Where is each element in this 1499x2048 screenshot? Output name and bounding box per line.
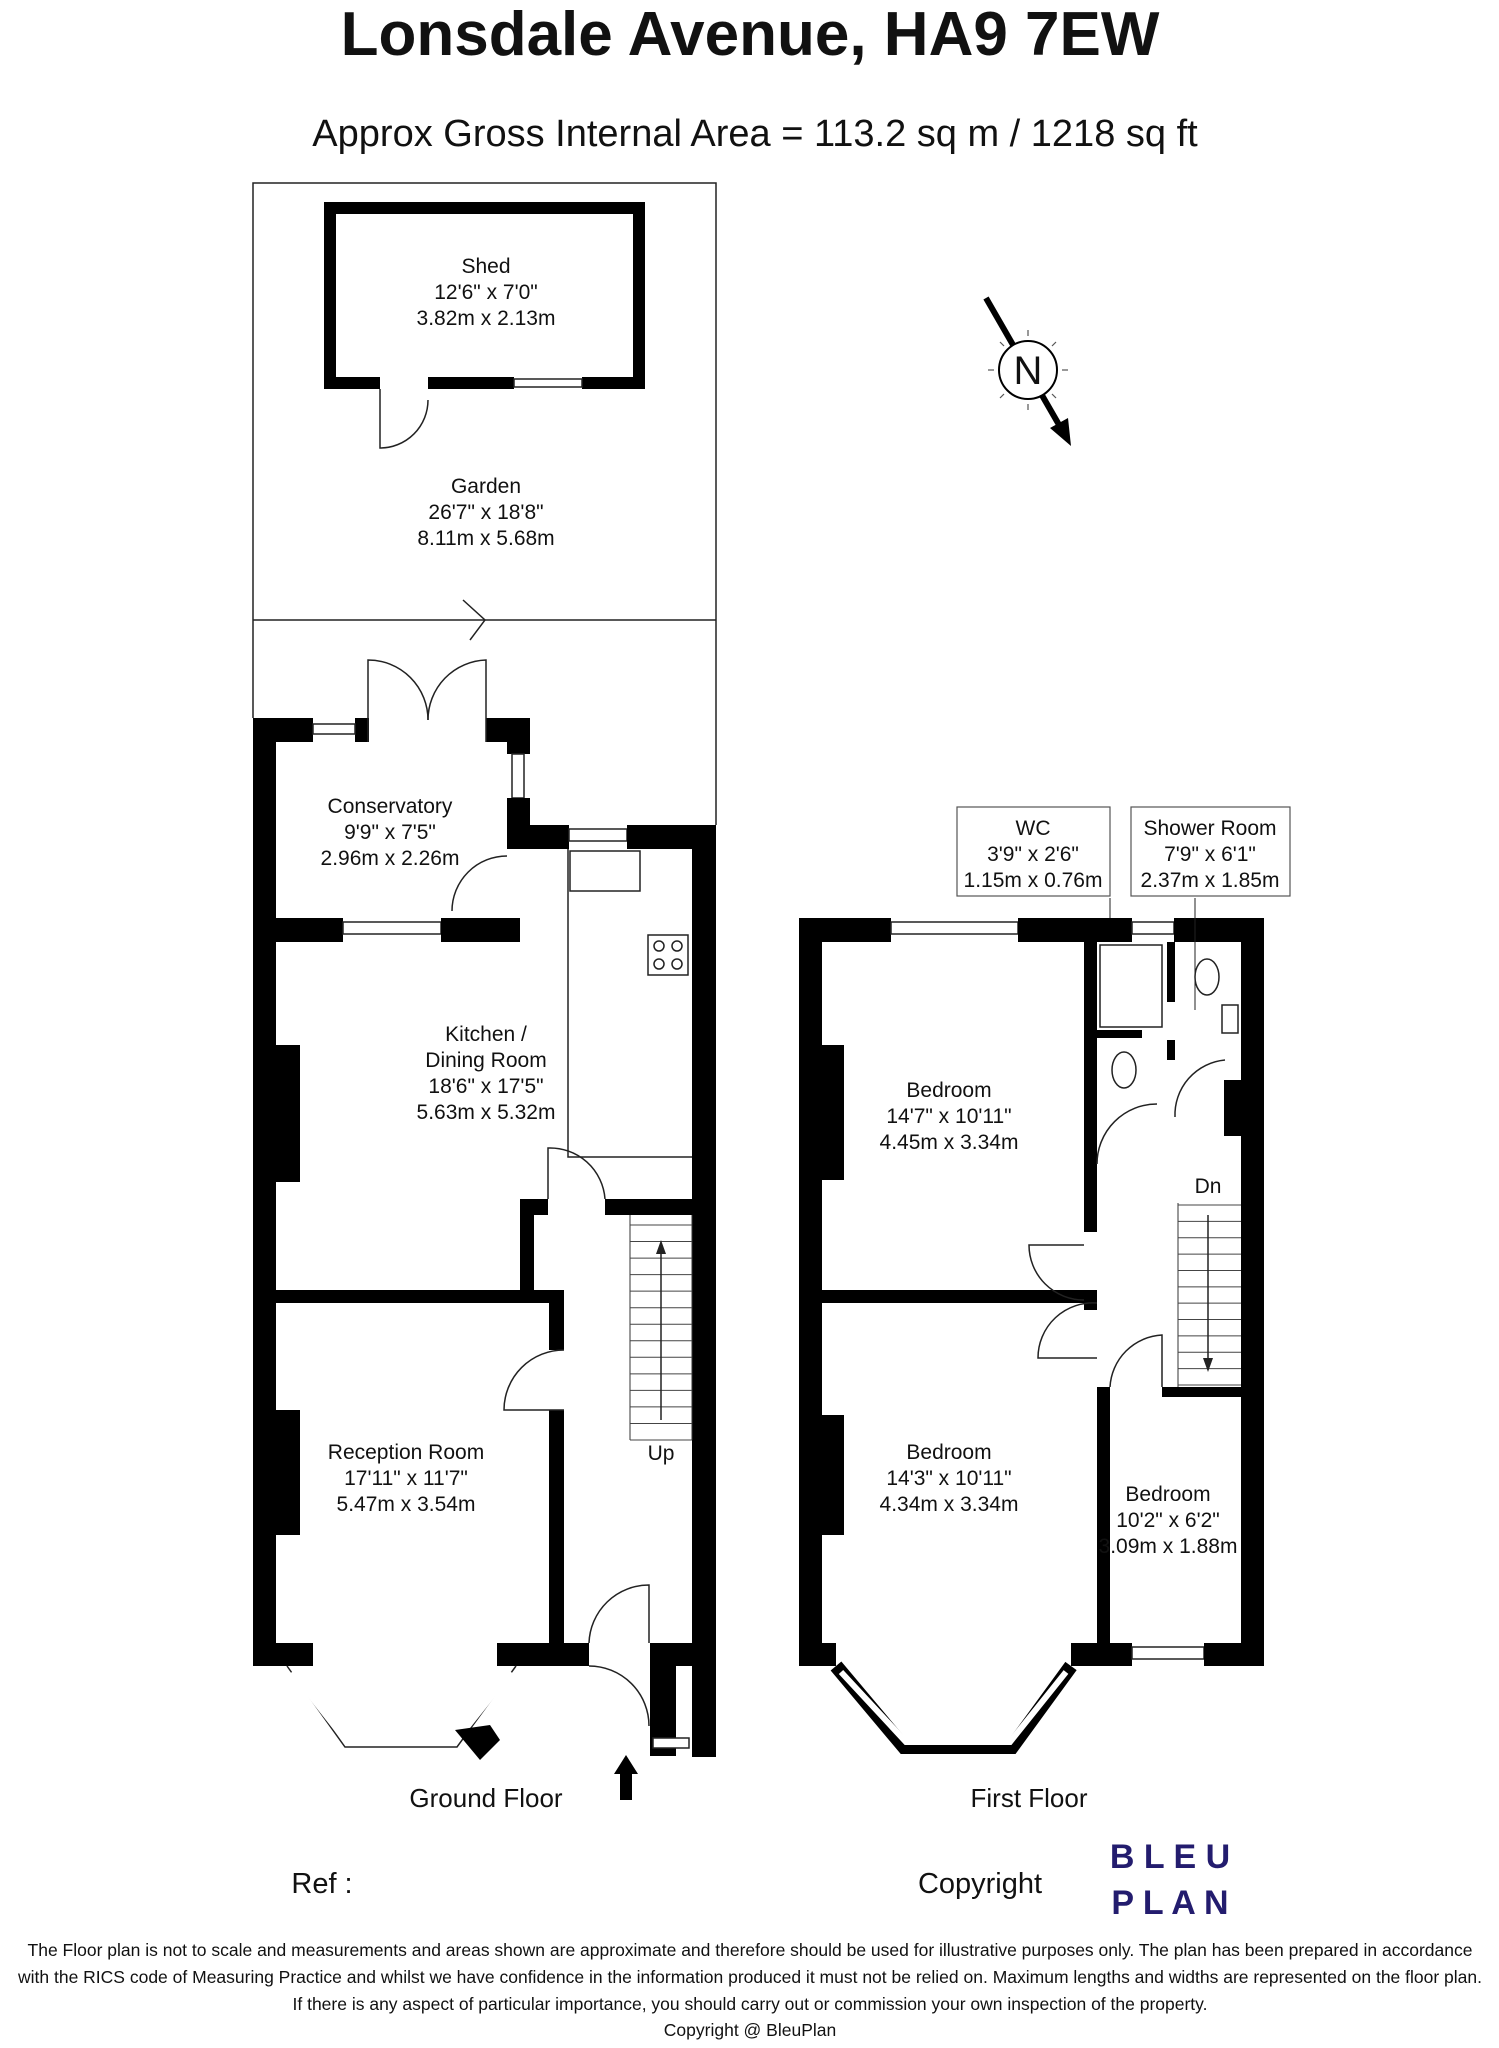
ref-label: Ref : (291, 1868, 352, 1900)
ground-floor-label: Ground Floor (409, 1783, 563, 1813)
stairs-down-label: Dn (1195, 1175, 1222, 1198)
garden-area (252, 182, 717, 825)
compass-letter: N (1014, 349, 1043, 393)
room-size-metric: 4.34m x 3.34m (880, 1493, 1019, 1516)
room-size-metric: 3.09m x 1.88m (1099, 1535, 1238, 1558)
room-label-bedroom-3: Bedroom 10'2" x 6'2" 3.09m x 1.88m (1099, 1483, 1238, 1558)
room-label-shower-room: Shower Room 7'9" x 6'1" 2.37m x 1.85m (1130, 806, 1291, 897)
room-size-metric: 3.82m x 2.13m (417, 307, 556, 330)
ground-floor-walls (253, 659, 716, 1800)
room-label-bedroom-1: Bedroom 14'7" x 10'11" 4.45m x 3.34m (880, 1079, 1019, 1154)
room-size-metric: 5.47m x 3.54m (337, 1493, 476, 1516)
room-label-conservatory: Conservatory 9'9" x 7'5" 2.96m x 2.26m (321, 795, 460, 870)
area-summary: Approx Gross Internal Area = 113.2 sq m … (312, 113, 1198, 155)
first-floor-label: First Floor (971, 1783, 1088, 1813)
shed-structure (324, 202, 645, 449)
room-name: Reception Room (328, 1441, 484, 1464)
disclaimer-line: with the RICS code of Measuring Practice… (17, 1967, 1482, 1987)
disclaimer-line: If there is any aspect of particular imp… (293, 1994, 1208, 2014)
room-size-metric: 1.15m x 0.76m (964, 869, 1103, 892)
room-label-shed: Shed 12'6" x 7'0" 3.82m x 2.13m (417, 255, 556, 330)
room-size-metric: 2.37m x 1.85m (1141, 869, 1280, 892)
room-name: Conservatory (328, 795, 453, 818)
room-label-garden: Garden 26'7" x 18'8" 8.11m x 5.68m (417, 475, 554, 550)
north-compass-icon: N (983, 296, 1071, 446)
room-name: WC (1016, 817, 1051, 840)
room-size-imperial: 7'9" x 6'1" (1164, 843, 1256, 866)
room-size-imperial: 9'9" x 7'5" (344, 821, 436, 844)
room-name: Bedroom (1125, 1483, 1210, 1506)
room-size-imperial: 3'9" x 2'6" (987, 843, 1079, 866)
room-size-metric: 4.45m x 3.34m (880, 1131, 1019, 1154)
room-size-imperial: 14'7" x 10'11" (886, 1105, 1011, 1128)
room-size-imperial: 14'3" x 10'11" (886, 1467, 1011, 1490)
room-name-line2: Dining Room (425, 1049, 546, 1072)
room-label-bedroom-2: Bedroom 14'3" x 10'11" 4.34m x 3.34m (880, 1441, 1019, 1516)
room-name: Shed (461, 255, 510, 278)
room-name: Kitchen / (445, 1023, 527, 1046)
room-size-metric: 8.11m x 5.68m (417, 527, 554, 550)
room-label-kitchen: Kitchen / Dining Room 18'6" x 17'5" 5.63… (417, 1023, 556, 1124)
room-name: Garden (451, 475, 521, 498)
logo-line-1: B L E U (1110, 1838, 1230, 1876)
room-name: Shower Room (1143, 817, 1276, 840)
room-size-imperial: 26'7" x 18'8" (428, 501, 543, 524)
room-size-imperial: 17'11" x 11'7" (344, 1467, 468, 1490)
stairs-up-label: Up (648, 1442, 675, 1465)
disclaimer-line: The Floor plan is not to scale and measu… (28, 1940, 1473, 1960)
room-label-reception: Reception Room 17'11" x 11'7" 5.47m x 3.… (328, 1441, 484, 1516)
footer-copyright: Copyright @ BleuPlan (664, 2020, 836, 2040)
room-size-imperial: 12'6" x 7'0" (434, 281, 538, 304)
room-size-imperial: 10'2" x 6'2" (1116, 1509, 1220, 1532)
room-size-imperial: 18'6" x 17'5" (428, 1075, 543, 1098)
page-title: Lonsdale Avenue, HA9 7EW (341, 0, 1160, 69)
logo-line-2: P L A N (1111, 1884, 1228, 1922)
room-name: Bedroom (906, 1079, 991, 1102)
copyright-label: Copyright (918, 1868, 1042, 1900)
first-stairs (1178, 1204, 1241, 1386)
first-floor-walls (799, 898, 1264, 1754)
room-name: Bedroom (906, 1441, 991, 1464)
room-size-metric: 5.63m x 5.32m (417, 1101, 556, 1124)
bleuplan-logo: B L E U P L A N (1110, 1838, 1230, 1922)
room-label-wc: WC 3'9" x 2'6" 1.15m x 0.76m (956, 806, 1111, 897)
room-size-metric: 2.96m x 2.26m (321, 847, 460, 870)
